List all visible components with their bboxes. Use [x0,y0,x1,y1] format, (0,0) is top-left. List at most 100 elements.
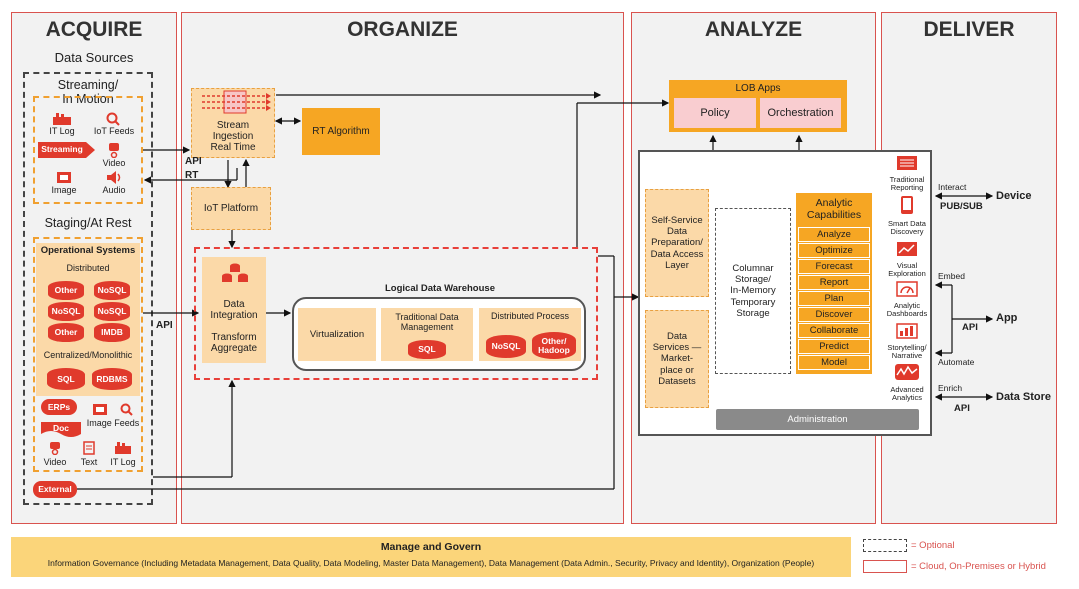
api3-label: API [954,403,970,414]
staging-title: Staging/At Rest [44,216,132,230]
image-feeds-label: Image Feeds [86,418,140,428]
legend-cloud-label: = Cloud, On-Premises or Hybrid [911,561,1046,572]
data-services-box: Data Services — Market- place or Dataset… [645,310,709,408]
data-sources-group [23,72,153,505]
deliver-title: DELIVER [923,18,1015,41]
cap-plan: Plan [798,291,870,306]
manage-govern-title: Manage and Govern [380,541,482,553]
data-integration-box [202,257,266,363]
stream-ingestion-label: Stream Ingestion Real Time [210,120,256,153]
doc-label: Doc [52,423,70,433]
lob-apps-label: LOB Apps [735,83,781,94]
app-label: App [996,312,1018,324]
nosql-cylinder: NoSQL [486,335,526,358]
storytelling-icon [896,323,918,339]
analytic-dashboards-label: Analytic Dashboards [886,301,928,319]
api2-label: API [156,320,173,331]
traditional-reporting-icon [897,156,917,170]
dist-item-other-1: Other [48,281,84,300]
legend-optional-swatch [863,539,907,552]
logical-dw-group [194,247,598,380]
video-icon [107,142,121,159]
doc-shape [41,422,81,438]
cap-collaborate: Collaborate [798,323,870,338]
stream-ingestion-icon [200,90,272,114]
sql-cylinder: SQL [408,340,446,359]
advanced-analytics-item: Advanced Analytics [884,363,930,403]
distributed-process-label: Distributed Process [490,311,570,321]
dist-item-other-2: Other [48,323,84,342]
visual-exploration-label: Visual Exploration [888,261,926,279]
streaming-arrow [38,142,96,158]
erps-shape: ERPs [41,399,77,415]
sql-db: SQL [47,368,85,390]
policy-box: Policy [674,98,756,128]
analyze-title: ANALYZE [704,18,803,41]
acquire-title: ACQUIRE [45,18,143,41]
device-label: Device [996,190,1032,202]
visual-exploration-icon [897,242,917,256]
storytelling-item: Storytelling/ Narrative [884,323,930,363]
traditional-dm-label: Traditional Data Management [395,312,459,332]
streaming-title: Streaming/ In Motion [57,78,119,107]
data-sources-label: Data Sources [54,50,134,65]
storytelling-label: Storytelling/ Narrative [887,343,927,361]
text-icon [83,441,95,455]
advanced-analytics-label: Advanced Analytics [890,385,924,403]
iot-feeds-icon [106,112,120,126]
cap-model: Model [798,355,870,370]
capabilities-list: Analyze Optimize Forecast Report Plan Di… [798,227,870,370]
visual-exploration-item: Visual Exploration [884,241,930,281]
operational-systems-label: Operational Systems [40,245,136,256]
streaming-label: Streaming [41,144,83,154]
self-service-box: Self-Service Data Preparation/ Data Acce… [645,189,709,297]
dist-item-nosql-3: NoSQL [94,302,130,321]
rt-algorithm-box: RT Algorithm [302,108,380,155]
audio-icon [106,171,122,184]
deliver-icons-column: Traditional Reporting Smart Data Discove… [884,155,930,403]
data-integration-icon [220,262,250,288]
columnar-storage-box: Columnar Storage/ In-Memory Temporary St… [715,208,791,374]
api-label: API [185,156,202,167]
administration-bar: Administration [716,409,919,430]
it-log2-label: IT Log [110,457,136,467]
cap-report: Report [798,275,870,290]
smart-data-discovery-label: Smart Data Discovery [888,219,926,237]
embed-label: Embed [938,271,965,281]
it-log-label: IT Log [49,126,75,136]
external-source: External [33,481,77,498]
text-label: Text [80,457,98,467]
analytic-dashboards-item: Analytic Dashboards [884,281,930,323]
cap-optimize: Optimize [798,243,870,258]
video-label: Video [102,158,126,168]
rdbms-db: RDBMS [92,368,132,390]
iot-platform-box: IoT Platform [191,187,271,230]
logical-dw-label: Logical Data Warehouse [385,283,495,294]
image-label: Image [51,185,77,195]
smart-data-discovery-item: Smart Data Discovery [884,195,930,241]
virtualization-box: Virtualization [298,308,376,361]
cap-predict: Predict [798,339,870,354]
manage-govern-text: Information Governance (Including Metada… [47,558,815,568]
rt-label: RT [185,170,199,181]
image-feeds-icon [92,403,108,416]
it-log-icon [52,112,72,126]
pub-sub-label: PUB/SUB [940,201,983,212]
legend-cloud-swatch [863,560,907,573]
cap-discover: Discover [798,307,870,322]
data-integration-label: Data Integration [210,299,258,321]
legend-optional-label: = Optional [911,540,955,551]
streaming-group [33,96,143,204]
api-deliver-label: API [962,322,978,333]
cap-analyze: Analyze [798,227,870,242]
data-store-label: Data Store [996,391,1052,403]
analytic-dashboards-icon [896,281,918,297]
distributed-label: Distributed [66,263,110,273]
analytic-capabilities-label: Analytic Capabilities [806,197,862,221]
transform-aggregate-label: Transform Aggregate [210,332,258,354]
interact-label: Interact [938,182,967,192]
advanced-analytics-icon [895,364,919,380]
organize-title: ORGANIZE [347,18,458,41]
video2-label: Video [43,457,67,467]
